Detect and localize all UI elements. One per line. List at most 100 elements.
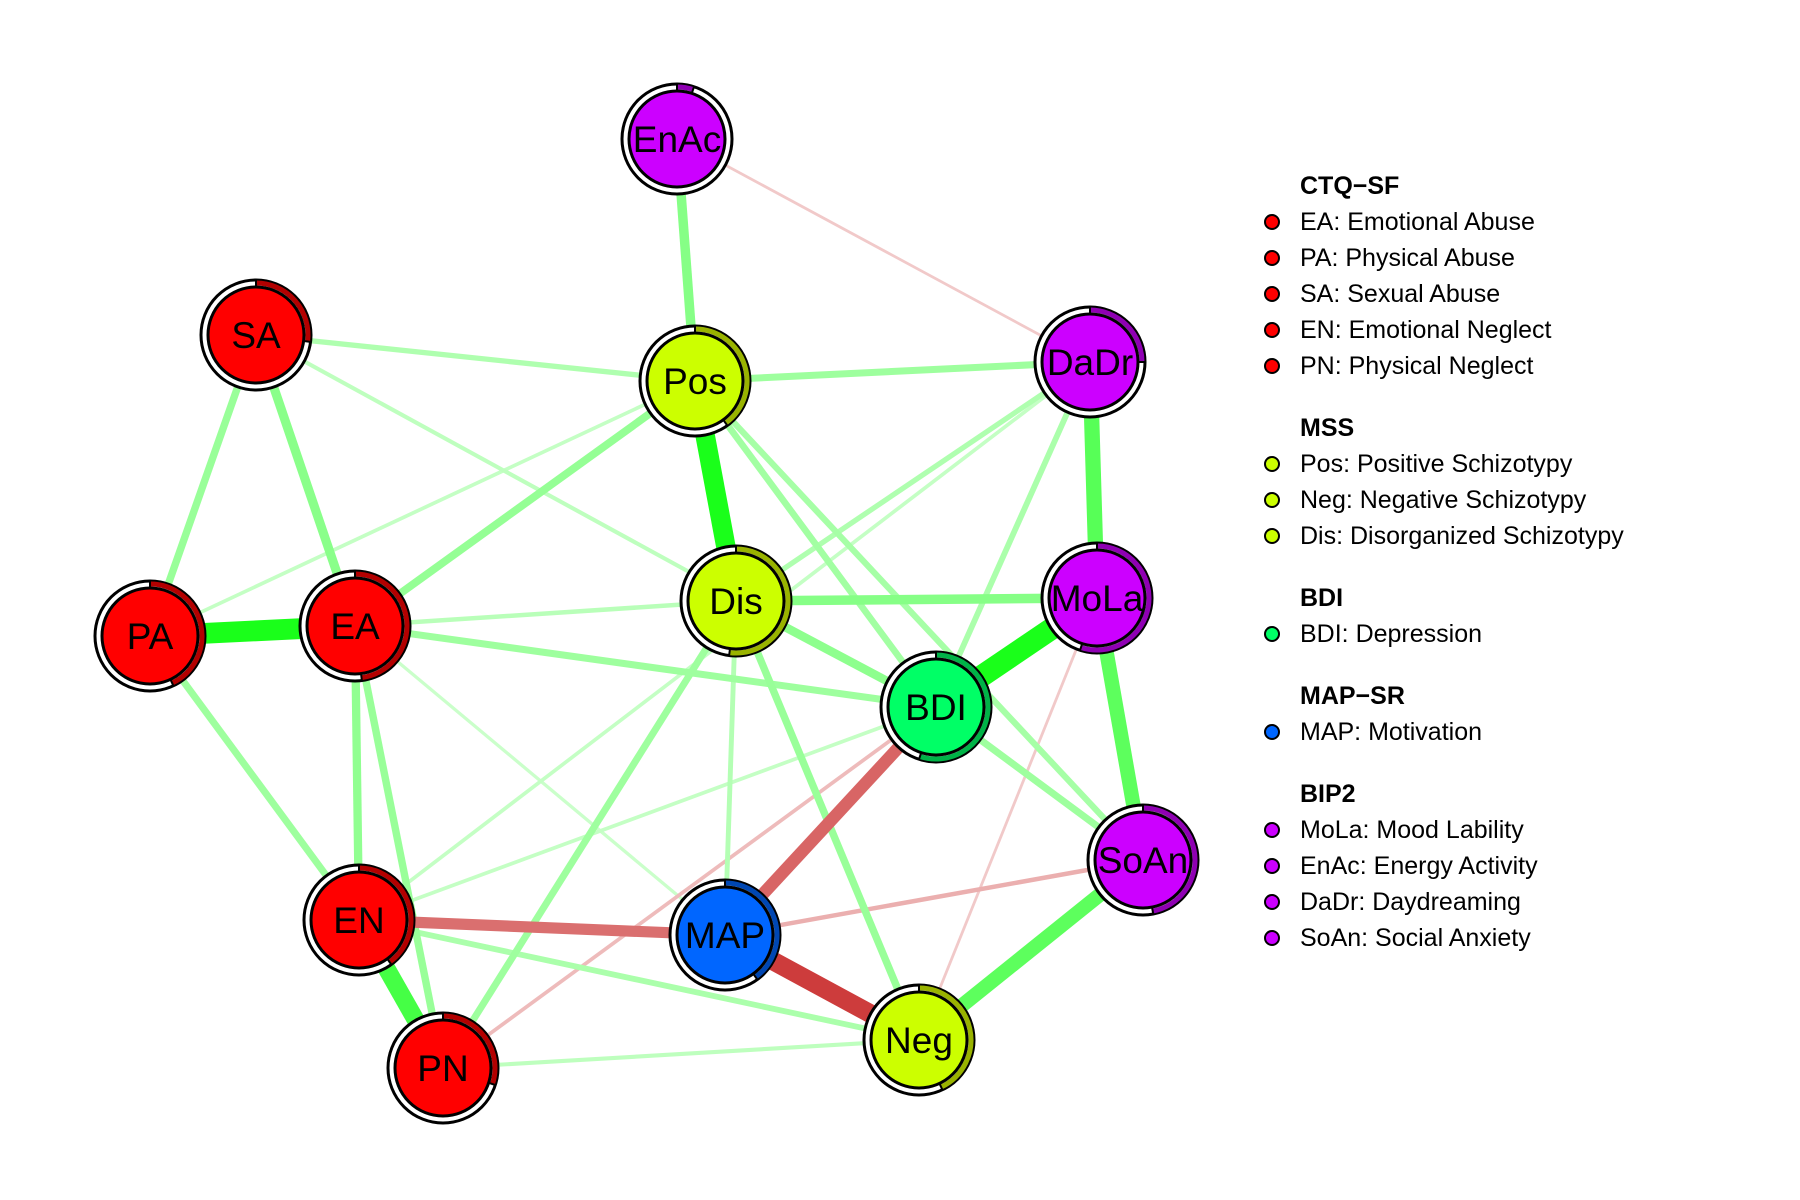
node-PN: PN — [386, 1011, 500, 1125]
edge-EN-MAP — [358, 914, 726, 941]
legend-color-dot-icon — [1264, 724, 1280, 740]
predictability-arc — [442, 1013, 498, 1085]
predictability-arc — [724, 880, 780, 980]
node-SA: SA — [199, 278, 313, 392]
node-label: Dis — [709, 581, 762, 622]
node-fill — [627, 89, 727, 189]
edge-Pos-BDI — [692, 379, 939, 709]
edge-PN-BDI — [441, 705, 938, 1070]
node-label: BDI — [905, 687, 967, 728]
node-label: EA — [330, 606, 380, 647]
node-MAP: MAP — [668, 878, 782, 992]
node-fill — [869, 990, 969, 1090]
edge-EN-Neg — [358, 917, 920, 1043]
node-fill — [305, 576, 405, 676]
node-EN: EN — [302, 863, 416, 977]
node-label: Pos — [663, 361, 727, 402]
legend-color-dot-icon — [1264, 930, 1280, 946]
node-SoAn: SoAn — [1086, 803, 1200, 917]
node-MoLa: MoLa — [1040, 541, 1154, 655]
legend-item-label: Neg: Negative Schizotypy — [1300, 486, 1587, 514]
legend-color-dot-icon — [1264, 456, 1280, 472]
edge-MoLa-Neg — [917, 597, 1099, 1041]
legend-color-dot-icon — [1264, 492, 1280, 508]
node-PA: PA — [93, 579, 207, 693]
legend-color-dot-icon — [1264, 286, 1280, 302]
predictability-arc — [149, 581, 205, 686]
node-label: Neg — [885, 1020, 953, 1061]
node-fill — [206, 285, 306, 385]
predictability-arc — [918, 985, 974, 1090]
legend-color-dot-icon — [1264, 528, 1280, 544]
predictability-arc — [1089, 307, 1145, 363]
node-fill — [886, 657, 986, 757]
edge-Pos-DaDr — [694, 358, 1091, 385]
legend-item-label: BDI: Depression — [1300, 620, 1483, 648]
legend-item-label: EN: Emotional Neglect — [1300, 316, 1552, 344]
legend-color-dot-icon — [1264, 894, 1280, 910]
legend-group: MAP−SR MAP: Motivation — [1262, 678, 1782, 750]
edge-EA-Dis — [354, 598, 737, 629]
edge-DaDr-Dis — [734, 359, 1092, 604]
legend-item: EN: Emotional Neglect — [1262, 312, 1782, 348]
edge-EA-BDI — [354, 622, 937, 711]
legend-item-label: DaDr: Daydreaming — [1300, 888, 1521, 916]
legend-item: PA: Physical Abuse — [1262, 240, 1782, 276]
predictability-arc — [729, 546, 791, 656]
edge-EN-BDI — [358, 705, 937, 922]
legend-item: Dis: Disorganized Schizotypy — [1262, 518, 1782, 554]
node-label: PA — [127, 616, 174, 657]
edge-EA-Pos — [352, 377, 698, 630]
legend-item: MoLa: Mood Lability — [1262, 812, 1782, 848]
legend-color-dot-icon — [1264, 250, 1280, 266]
legend-group-title: CTQ−SF — [1300, 172, 1400, 200]
legend-item: Neg: Negative Schizotypy — [1262, 482, 1782, 518]
legend-group-title: BIP2 — [1300, 780, 1356, 808]
node-label: EN — [333, 900, 384, 941]
node-fill — [1040, 312, 1140, 412]
node-label: EnAc — [633, 119, 721, 160]
node-fill — [645, 331, 745, 431]
node-EA: EA — [298, 569, 412, 683]
node-fill — [686, 551, 786, 651]
node-DaDr: DaDr — [1033, 305, 1147, 419]
edge-PN-Neg — [442, 1037, 920, 1071]
legend-item-label: PA: Physical Abuse — [1300, 244, 1515, 272]
predictability-arc — [1142, 805, 1198, 914]
edge-PA-Pos — [149, 379, 696, 638]
node-fill — [1093, 810, 1193, 910]
legend-item-label: MAP: Motivation — [1300, 718, 1483, 746]
edge-Dis-MoLa — [735, 593, 1098, 606]
edge-PA-EN — [147, 633, 362, 923]
legend-group-title: MAP−SR — [1300, 682, 1405, 710]
node-EnAc: EnAc — [620, 82, 734, 196]
node-label: MAP — [685, 915, 765, 956]
legend-color-dot-icon — [1264, 214, 1280, 230]
edges-layer — [146, 137, 1151, 1073]
node-label: SoAn — [1098, 840, 1189, 881]
legend-item-label: EA: Emotional Abuse — [1300, 208, 1535, 236]
node-Dis: Dis — [679, 544, 793, 658]
legend-item: MAP: Motivation — [1262, 714, 1782, 750]
predictability-arc — [358, 865, 414, 965]
edge-Pos-SoAn — [692, 378, 1146, 863]
node-Neg: Neg — [862, 983, 976, 1097]
edge-EA-PN — [351, 625, 447, 1069]
node-fill — [393, 1018, 493, 1118]
predictability-arc — [676, 84, 694, 92]
legend-item: DaDr: Daydreaming — [1262, 884, 1782, 920]
predictability-arc — [919, 652, 991, 762]
predictability-arc — [1080, 543, 1152, 653]
node-Pos: Pos — [638, 324, 752, 438]
edge-EnAc-DaDr — [676, 137, 1091, 364]
legend-group-title: MSS — [1300, 414, 1355, 442]
edge-MAP-SoAn — [724, 857, 1144, 938]
legend-color-dot-icon — [1264, 858, 1280, 874]
legend-item: EA: Emotional Abuse — [1262, 204, 1782, 240]
